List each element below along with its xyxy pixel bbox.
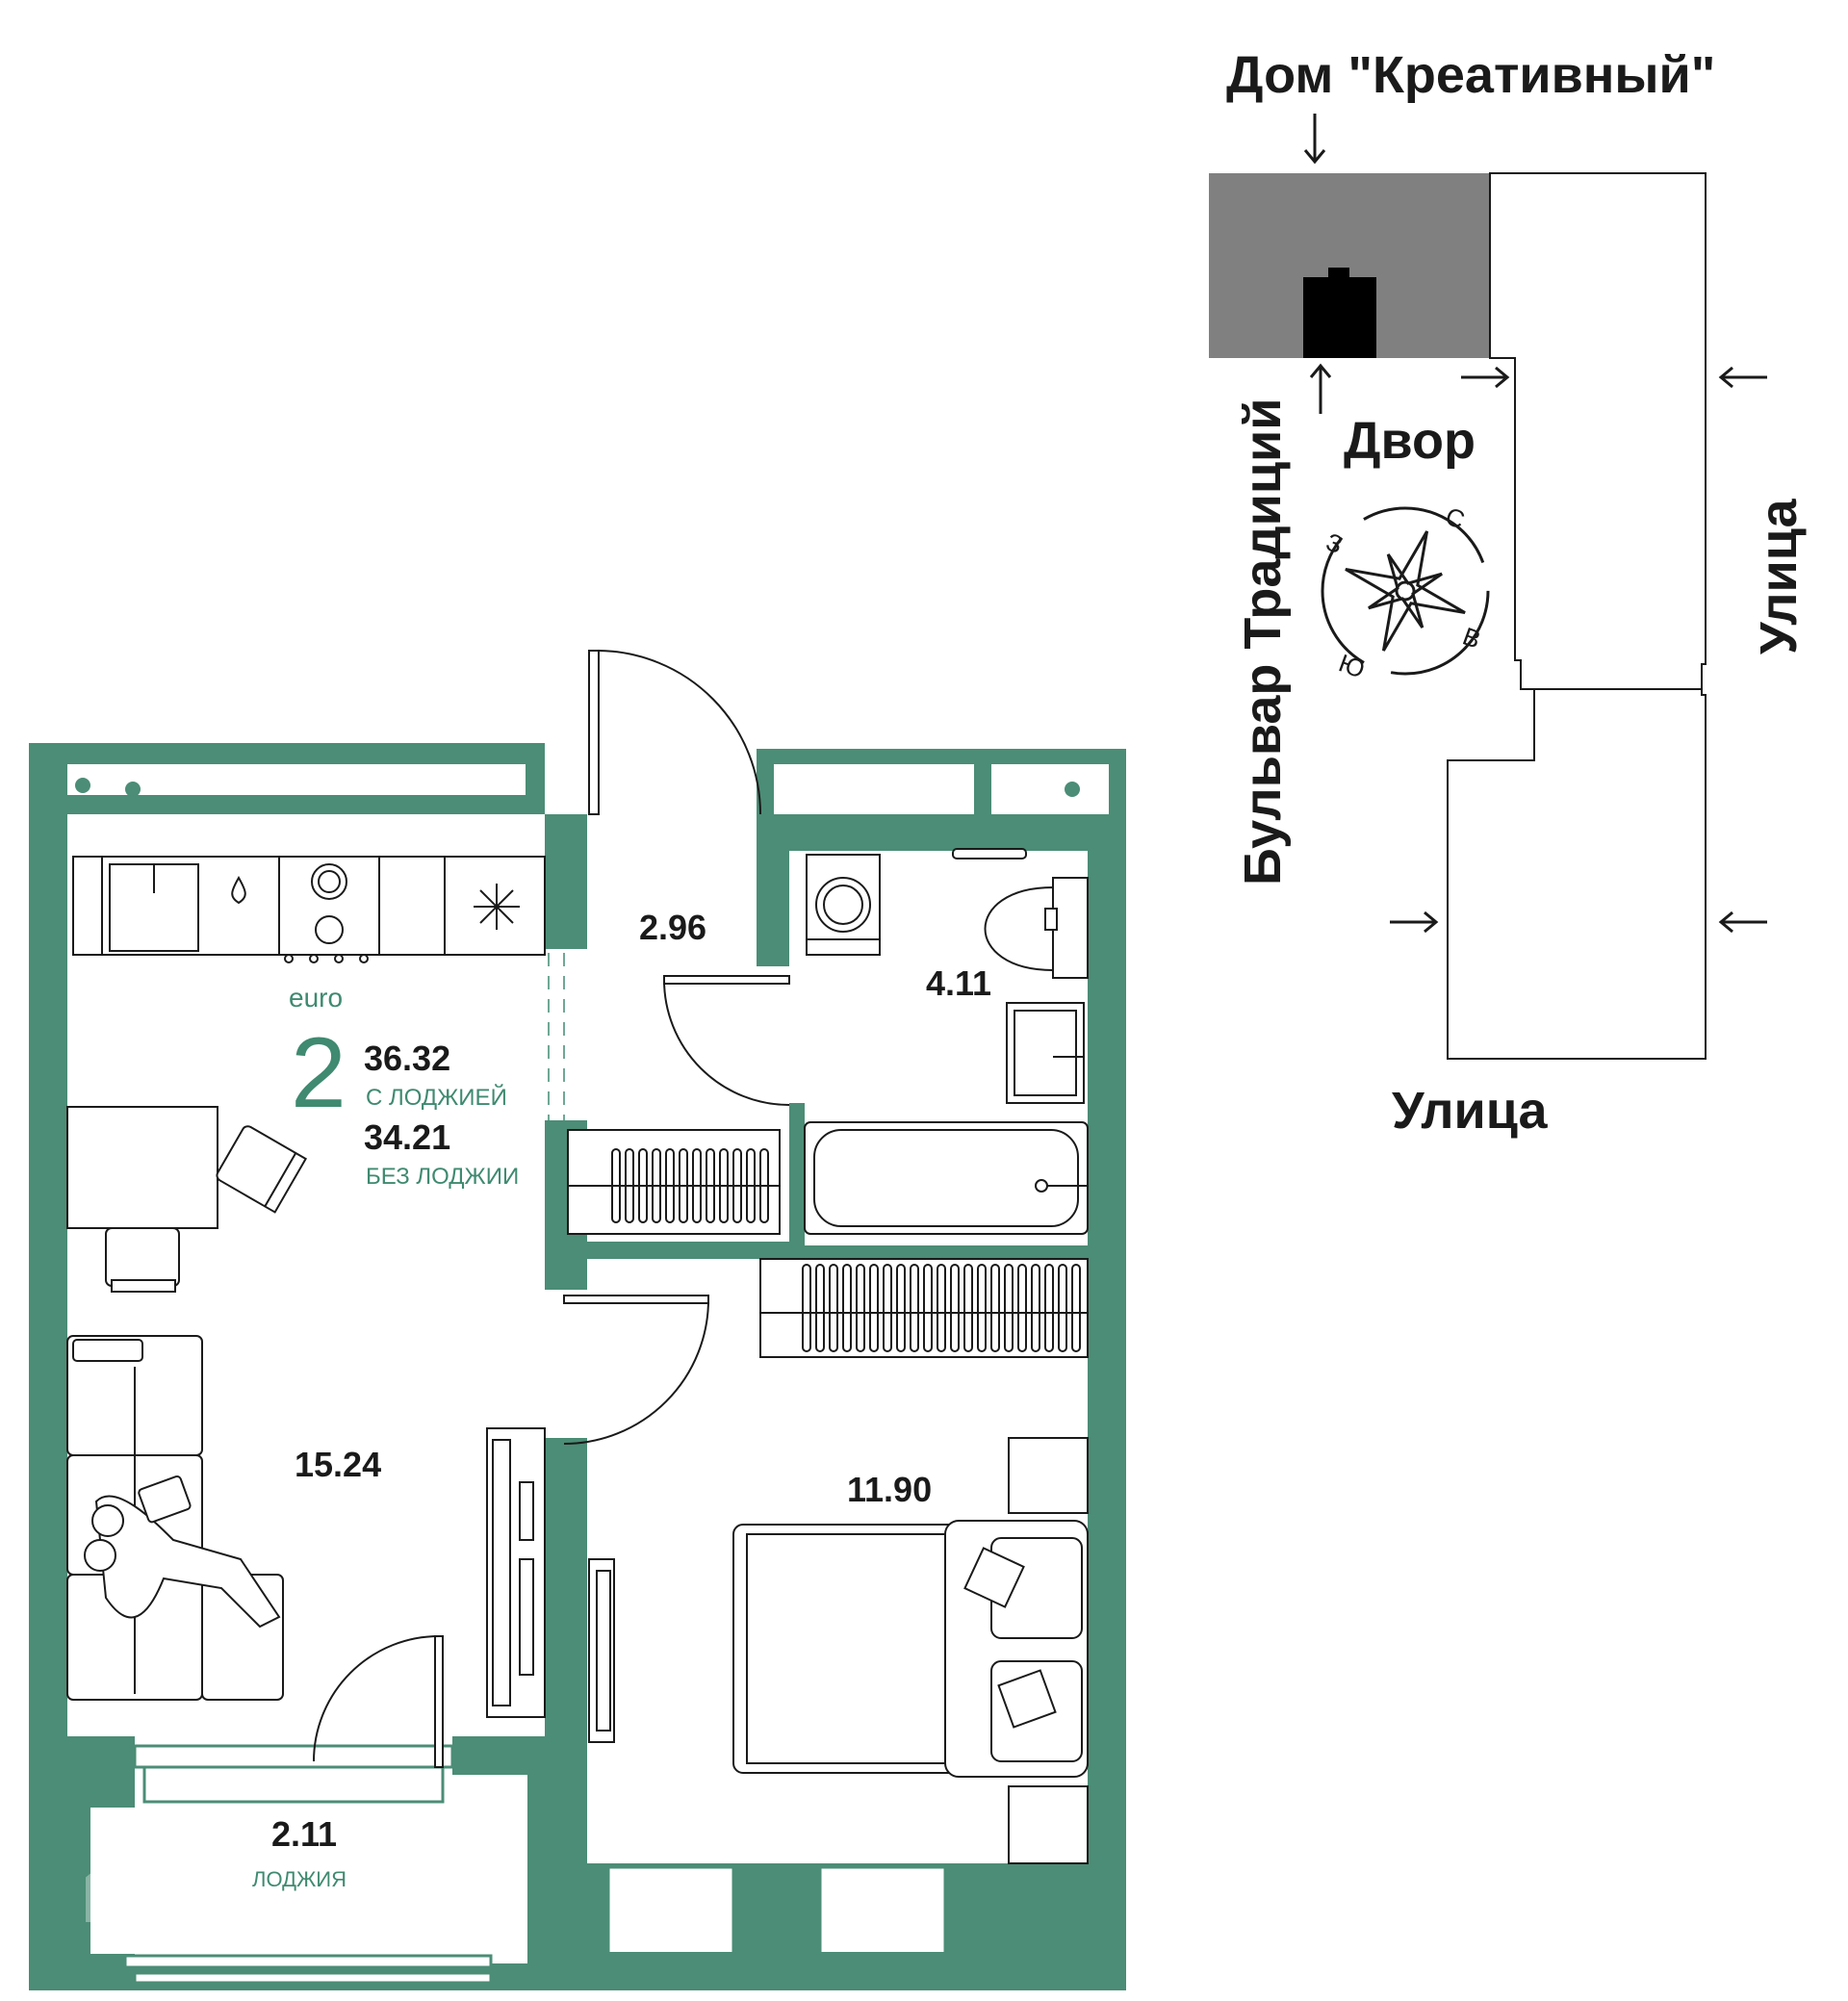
- compass-west: З: [1322, 527, 1347, 560]
- hanger: [950, 1264, 960, 1352]
- arrow-icon: [1718, 911, 1733, 934]
- apartment-plan: [29, 743, 1126, 1990]
- kitchen-unit: [72, 856, 546, 963]
- hanger: [977, 1264, 987, 1352]
- wall-corridor-bedroom: [545, 1242, 1103, 1259]
- compass-icon: [1321, 506, 1490, 676]
- hanger: [963, 1264, 973, 1352]
- entrance-door: [588, 650, 761, 815]
- hanger: [869, 1264, 879, 1352]
- burner: [315, 915, 344, 944]
- building-outline: [1447, 172, 1707, 1060]
- hanger: [679, 1148, 688, 1223]
- bedroom-window-2: [818, 1865, 947, 1969]
- bathroom-sink: [1006, 1002, 1085, 1104]
- hanger: [1044, 1264, 1054, 1352]
- sofa: [66, 1335, 284, 1701]
- room-area-loggia: 2.11: [271, 1814, 337, 1854]
- compass-north: С: [1442, 501, 1469, 535]
- boulevard-label: Бульвар Традиций: [1234, 398, 1292, 885]
- rooms-count: 2: [291, 1017, 346, 1129]
- washing-machine: [806, 854, 881, 956]
- hanger: [652, 1148, 661, 1223]
- hanger: [759, 1148, 769, 1223]
- arrow-icon: [1718, 366, 1733, 389]
- bathroom-door: [663, 975, 790, 1106]
- arrow-icon: [1495, 366, 1510, 389]
- hanger: [625, 1148, 634, 1223]
- toilet: [952, 848, 1089, 979]
- room-area-living: 15.24: [295, 1445, 381, 1484]
- hanger: [1071, 1264, 1081, 1352]
- loggia-door: [313, 1635, 444, 1768]
- bed: [732, 1520, 1089, 1778]
- area-with-loggia: 36.32: [364, 1039, 450, 1078]
- hanger: [638, 1148, 648, 1223]
- hanger: [719, 1148, 729, 1223]
- site-map: Дом "Креативный" Двор Бульвар Традиций У…: [1209, 46, 1808, 1140]
- bedroom-window-1: [606, 1865, 735, 1969]
- street-right-label: Улица: [1750, 498, 1808, 654]
- nightstand: [1008, 1437, 1089, 1514]
- hanger: [923, 1264, 933, 1352]
- room-area-bathroom: 4.11: [926, 963, 991, 1003]
- building-section-black: [1303, 277, 1376, 358]
- bathtub: [804, 1121, 1089, 1235]
- hanger: [1058, 1264, 1067, 1352]
- hall: [587, 814, 757, 982]
- without-loggia-label: БЕЗ ЛОДЖИИ: [366, 1164, 519, 1190]
- hanger: [910, 1264, 919, 1352]
- hanger: [732, 1148, 742, 1223]
- nightstand: [1008, 1785, 1089, 1864]
- hanger: [1031, 1264, 1040, 1352]
- hanger: [937, 1264, 946, 1352]
- room-area-hall: 2.96: [639, 908, 706, 947]
- hanger: [883, 1264, 892, 1352]
- hanger: [611, 1148, 621, 1223]
- bedroom-tv: [588, 1558, 615, 1743]
- wall-top-bath: [757, 749, 1126, 764]
- hanger: [815, 1264, 825, 1352]
- wall-kitchen-hall: [545, 814, 587, 949]
- hanger: [829, 1264, 838, 1352]
- arrow-icon: [1303, 114, 1326, 165]
- water-drop-icon: [231, 875, 246, 905]
- hanger: [746, 1148, 756, 1223]
- loggia: [90, 1808, 520, 1954]
- area-without-loggia: 34.21: [364, 1117, 450, 1157]
- wall-hall-bath: [757, 814, 789, 966]
- with-loggia-label: С ЛОДЖИЕЙ: [366, 1084, 507, 1111]
- hanger: [706, 1148, 715, 1223]
- hanger: [1004, 1264, 1014, 1352]
- hanger: [990, 1264, 1000, 1352]
- hanger: [692, 1148, 702, 1223]
- wall-right: [1088, 851, 1126, 1990]
- yard-label: Двор: [1344, 412, 1476, 470]
- compass-south: Ю: [1335, 648, 1369, 683]
- hanger: [896, 1264, 906, 1352]
- arrow-icon: [1424, 911, 1439, 934]
- watermark-text: ДомКлик: [158, 1878, 332, 1925]
- room-area-bedroom: 11.90: [847, 1470, 932, 1509]
- street-bottom-label: Улица: [1392, 1082, 1549, 1140]
- snowflake-icon: [474, 884, 520, 930]
- hanger: [856, 1264, 865, 1352]
- hanger: [802, 1264, 811, 1352]
- loggia-label: ЛОДЖИЯ: [252, 1867, 346, 1891]
- hanger: [842, 1264, 852, 1352]
- domclick-logo: ДомКлик: [86, 1852, 332, 1925]
- hanger: [1017, 1264, 1027, 1352]
- tv-stand: [486, 1427, 546, 1718]
- compass-east: В: [1459, 622, 1485, 654]
- bedroom-door: [563, 1295, 709, 1445]
- hanger: [665, 1148, 675, 1223]
- class-label: euro: [289, 983, 343, 1013]
- arrow-icon: [1309, 363, 1332, 378]
- loggia-door-window: [133, 1744, 454, 1769]
- dining-table: [66, 1106, 308, 1293]
- building-label: Дом "Креативный": [1226, 46, 1715, 104]
